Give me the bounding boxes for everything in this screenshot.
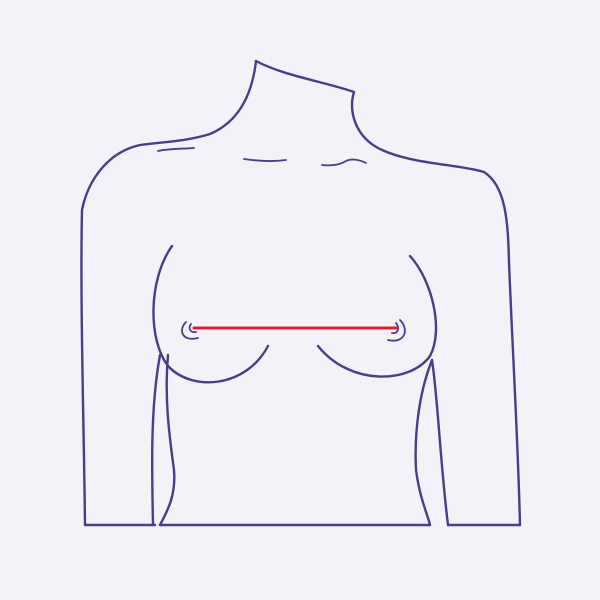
right-breast-outline	[316, 254, 438, 378]
left-breast-outline	[152, 244, 270, 384]
right-torso-side	[414, 358, 434, 527]
nipple-details	[181, 319, 406, 342]
left-waist-line	[158, 353, 176, 527]
right-waist-line	[430, 358, 450, 527]
breast-outlines	[152, 244, 438, 384]
left-shoulder-crease	[157, 147, 195, 152]
left-neck-shoulder-arm	[80, 59, 258, 527]
left-torso-side	[150, 353, 162, 527]
left-nipple-outer	[181, 321, 199, 340]
right-nipple-outer	[387, 319, 406, 342]
left-collarbone	[243, 158, 287, 162]
chest-details	[157, 147, 367, 167]
right-neck-shoulder-arm	[254, 59, 522, 527]
right-nipple-inner	[391, 322, 399, 334]
left-nipple-inner	[188, 323, 197, 334]
right-collarbone	[321, 158, 367, 167]
torso-outline	[80, 59, 522, 527]
